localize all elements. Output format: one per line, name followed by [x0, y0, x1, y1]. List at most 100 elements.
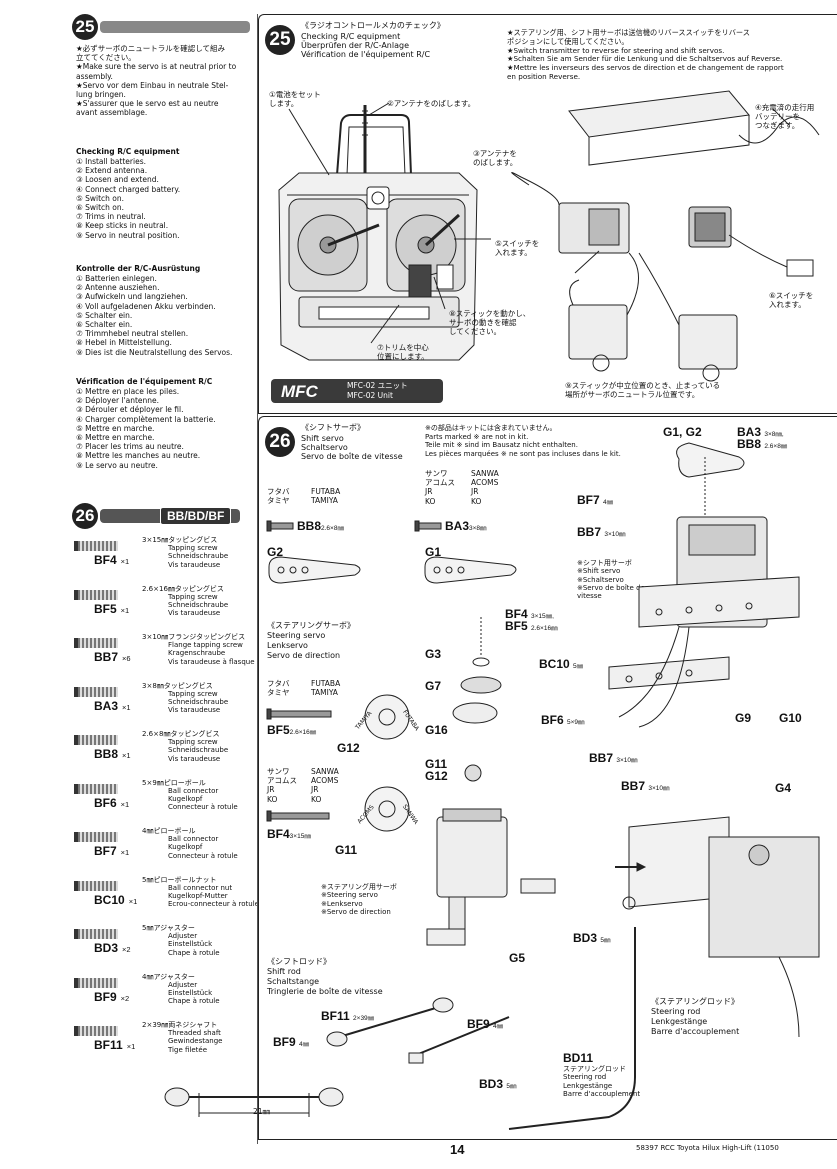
note-line: ポジションにして使用してください。	[507, 36, 629, 46]
part-code: BD3×2	[94, 941, 131, 955]
step26-panel: 26 《シフトサーボ》 Shift servo Schaltservo Serv…	[164, 416, 837, 1140]
part-desc-line: Kragenschraube	[168, 649, 226, 658]
part-code-text: BC10	[94, 892, 125, 907]
brand-a-jp-2: フタバタミヤ	[267, 679, 290, 698]
callout-6: ⑥スイッチを 入れます。	[769, 291, 814, 310]
note-line: ※ステアリング用サーボ	[321, 883, 397, 891]
part-code: BF9×2	[94, 990, 129, 1004]
part-desc-line: Ball connector	[168, 835, 219, 843]
note-line: ※Servo de boîte de	[577, 583, 645, 592]
note-line: Teile mit ※ sind im Bausatz nicht enthal…	[425, 441, 578, 449]
part-jp-name: 5㎜ピローボールナット	[142, 875, 217, 884]
part-desc-line: Kugelkopf	[168, 843, 203, 852]
step25-panel: 25 《ラジオコントロールメカのチェック》 Checking R/C equip…	[258, 14, 837, 414]
step25-title-de: Überprüfen der R/C-Anlage	[301, 41, 409, 50]
list-item: ⑤ Mettre en marche.	[76, 423, 155, 433]
label-bf5: BF5 2.6×16㎜	[505, 619, 558, 633]
part-jp-name: 5㎜アジャスター	[142, 924, 195, 932]
warning-line: avant assemblage.	[76, 108, 148, 118]
part-desc-line: Tapping screw	[168, 738, 218, 746]
label-g2: G2	[267, 545, 284, 559]
warning-line: ★S'assurer que le servo est au neutre	[76, 99, 219, 109]
part-jp-name: 4㎜アジャスター	[142, 972, 195, 981]
part-desc-line: Tige filetée	[168, 1045, 207, 1054]
part-qty: ×1	[122, 751, 131, 760]
warning-line: ★Make sure the servo is at neutral prior…	[76, 62, 237, 72]
list-item: ⑥ Mettre en marche.	[76, 433, 155, 443]
list-item: ③ Aufwickeln und langziehen.	[76, 292, 188, 302]
label-bd11: BD11	[563, 1051, 594, 1065]
step-number: 25	[265, 25, 295, 55]
part-desc-line: Ecrou-connecteur à rotule	[168, 900, 259, 909]
label-g12-stack: G12	[425, 769, 448, 783]
part-desc-line: Kugelkopf	[168, 794, 203, 803]
list-item: ③ Dérouler et déployer le fil.	[76, 405, 184, 415]
label-bb8: BB8 2.6×8㎜	[737, 437, 788, 451]
list-item: ⑦ Trimmhebel neutral stellen.	[76, 329, 189, 339]
step-number: 26	[72, 503, 98, 529]
part-code-text: BF9	[94, 989, 117, 1004]
list-item: ⑧ Keep sticks in neutral.	[76, 221, 169, 231]
reverse-note: ★ステアリング用、シフト用サーボは送信機のリバーススイッチをリバースポジションに…	[507, 28, 784, 82]
page-number: 14	[450, 1142, 465, 1157]
label-g1g2: G1, G2	[663, 425, 702, 439]
note-line: en position Reverse.	[507, 71, 581, 81]
part-icon	[74, 686, 118, 697]
label-bf5a: BF52.6×16㎜	[267, 723, 317, 737]
left-step25-panel: 25 ★必ずサーボのニュートラルを確認して組み立ててください。★Make sur…	[72, 14, 252, 470]
part-desc-line: Ball connector nut	[168, 883, 233, 892]
label-bb8a: BB82.6×8㎜	[297, 519, 344, 533]
label-bd3-a: BD3 5㎜	[573, 931, 611, 945]
part-code: BB8×1	[94, 747, 131, 761]
list-item: ② Extend antenna.	[76, 166, 148, 176]
part-desc-line: Connecteur à rotule	[168, 803, 238, 812]
mfc-unit-jp: MFC-02 ユニット	[347, 381, 408, 390]
part-desc-line: Threaded shaft	[168, 1029, 221, 1037]
part-code: BF11×1	[94, 1038, 135, 1052]
list-item: ⑥ Switch on.	[76, 203, 125, 213]
label-g16: G16	[425, 723, 448, 737]
warning-line: lung bringen.	[76, 90, 126, 100]
label-bb7-mid: BB7 3×10㎜	[589, 751, 638, 765]
part-code-text: BF4	[94, 553, 117, 567]
list-item: ⑧ Hebel in Mittelstellung.	[76, 338, 172, 348]
label-bd3-b: BD3 5㎜	[479, 1077, 517, 1091]
transmitter-illustration	[278, 90, 820, 382]
callout-1: ①電池をセット します。	[269, 90, 321, 109]
label-bf9-b: BF9 4㎜	[273, 1035, 310, 1049]
note-line: ※Schaltservo	[577, 575, 624, 584]
note-line: Parts marked ※ are not in kit.	[425, 432, 529, 441]
part-desc-line: Vis taraudeuse	[168, 754, 221, 763]
part-desc-line: Flange tapping screw	[168, 641, 243, 649]
list-item: ② Antenne ausziehen.	[76, 283, 160, 293]
label-g9: G9	[735, 711, 752, 725]
part-desc-line: Kugelkopf-Mutter	[168, 891, 228, 900]
part-qty: ×6	[122, 654, 131, 663]
part-code-text: BF6	[94, 795, 117, 810]
warning-line: ★必ずサーボのニュートラルを確認して組み	[76, 44, 225, 53]
step-number: 26	[265, 427, 295, 457]
part-desc-line: Tapping screw	[168, 544, 218, 552]
parts-bag-header: 26 BB/BD/BF	[72, 503, 242, 529]
label-g3: G3	[425, 647, 442, 661]
part-code-text: BB7	[94, 650, 119, 664]
part-code: BF7×1	[94, 844, 129, 858]
part-code: BF5×1	[94, 602, 129, 616]
step-number: 25	[72, 14, 98, 40]
callout-5: ⑤スイッチを 入れます。	[495, 239, 540, 258]
part-icon	[74, 735, 118, 745]
part-qty: ×1	[120, 848, 130, 857]
note-line: vitesse	[577, 592, 602, 601]
part-icon	[74, 880, 118, 891]
list-item: ④ Charger complètement la batterie.	[76, 414, 216, 424]
part-jp-name: 2×39㎜両ネジシャフト	[142, 1021, 218, 1029]
